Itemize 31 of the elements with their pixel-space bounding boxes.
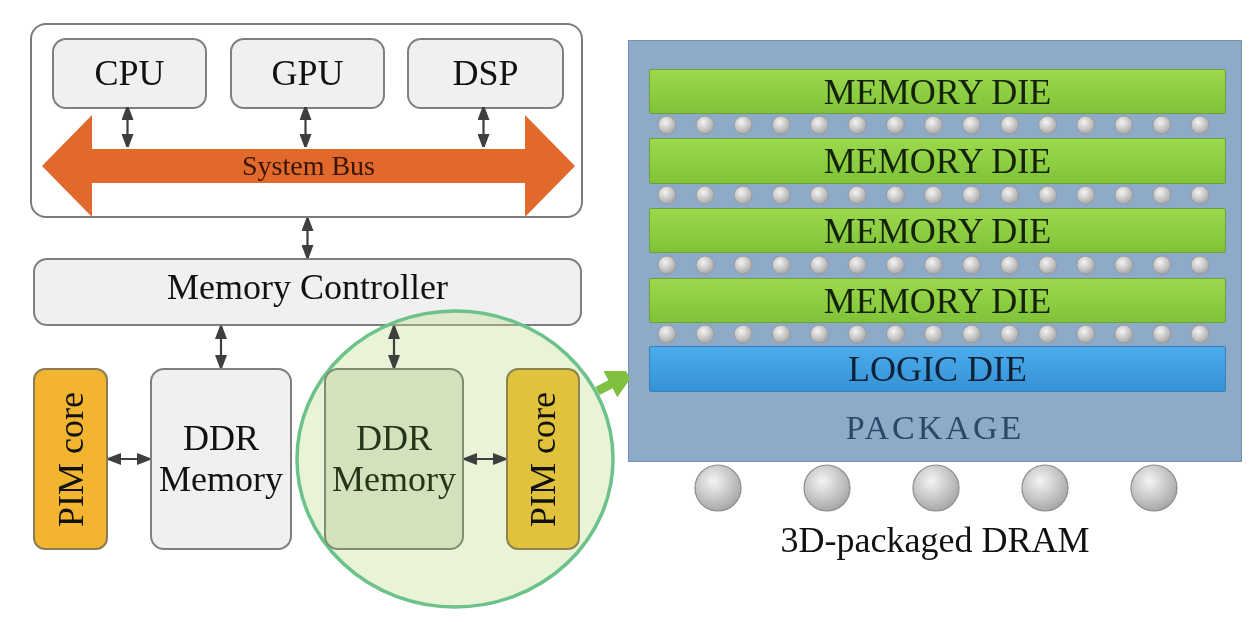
pim-core-block bbox=[506, 368, 580, 550]
block-label: CPU bbox=[94, 52, 165, 95]
memory-block bbox=[150, 368, 292, 550]
memory-die bbox=[649, 278, 1226, 323]
block-label: DDR Memory bbox=[331, 417, 457, 501]
memory-die bbox=[649, 138, 1226, 184]
processor-block bbox=[230, 38, 385, 109]
processor-block bbox=[52, 38, 207, 109]
die-label: MEMORY DIE bbox=[823, 73, 1052, 110]
block-label: Memory Controller bbox=[167, 267, 448, 309]
memory-die bbox=[649, 69, 1226, 114]
memory-die bbox=[649, 208, 1226, 253]
caption-text: 3D-packaged DRAM bbox=[780, 520, 1090, 562]
system-frame bbox=[30, 23, 583, 218]
die-label: MEMORY DIE bbox=[823, 212, 1052, 249]
memory-block bbox=[324, 368, 464, 550]
bus-label: System Bus bbox=[242, 149, 375, 183]
pim-core-block bbox=[33, 368, 108, 550]
package-substrate bbox=[628, 40, 1242, 462]
controller-block bbox=[33, 258, 582, 326]
block-label: PIM core bbox=[525, 391, 561, 527]
block-label: PIM core bbox=[52, 391, 89, 527]
block-label: DDR Memory bbox=[158, 417, 284, 501]
processor-block bbox=[407, 38, 564, 109]
logic-die bbox=[649, 346, 1226, 392]
package-label: PACKAGE bbox=[845, 407, 1025, 447]
die-label: LOGIC DIE bbox=[848, 351, 1027, 387]
block-label: DSP bbox=[452, 52, 519, 95]
block-label: GPU bbox=[271, 52, 344, 95]
die-label: MEMORY DIE bbox=[823, 282, 1052, 319]
die-label: MEMORY DIE bbox=[823, 143, 1052, 179]
